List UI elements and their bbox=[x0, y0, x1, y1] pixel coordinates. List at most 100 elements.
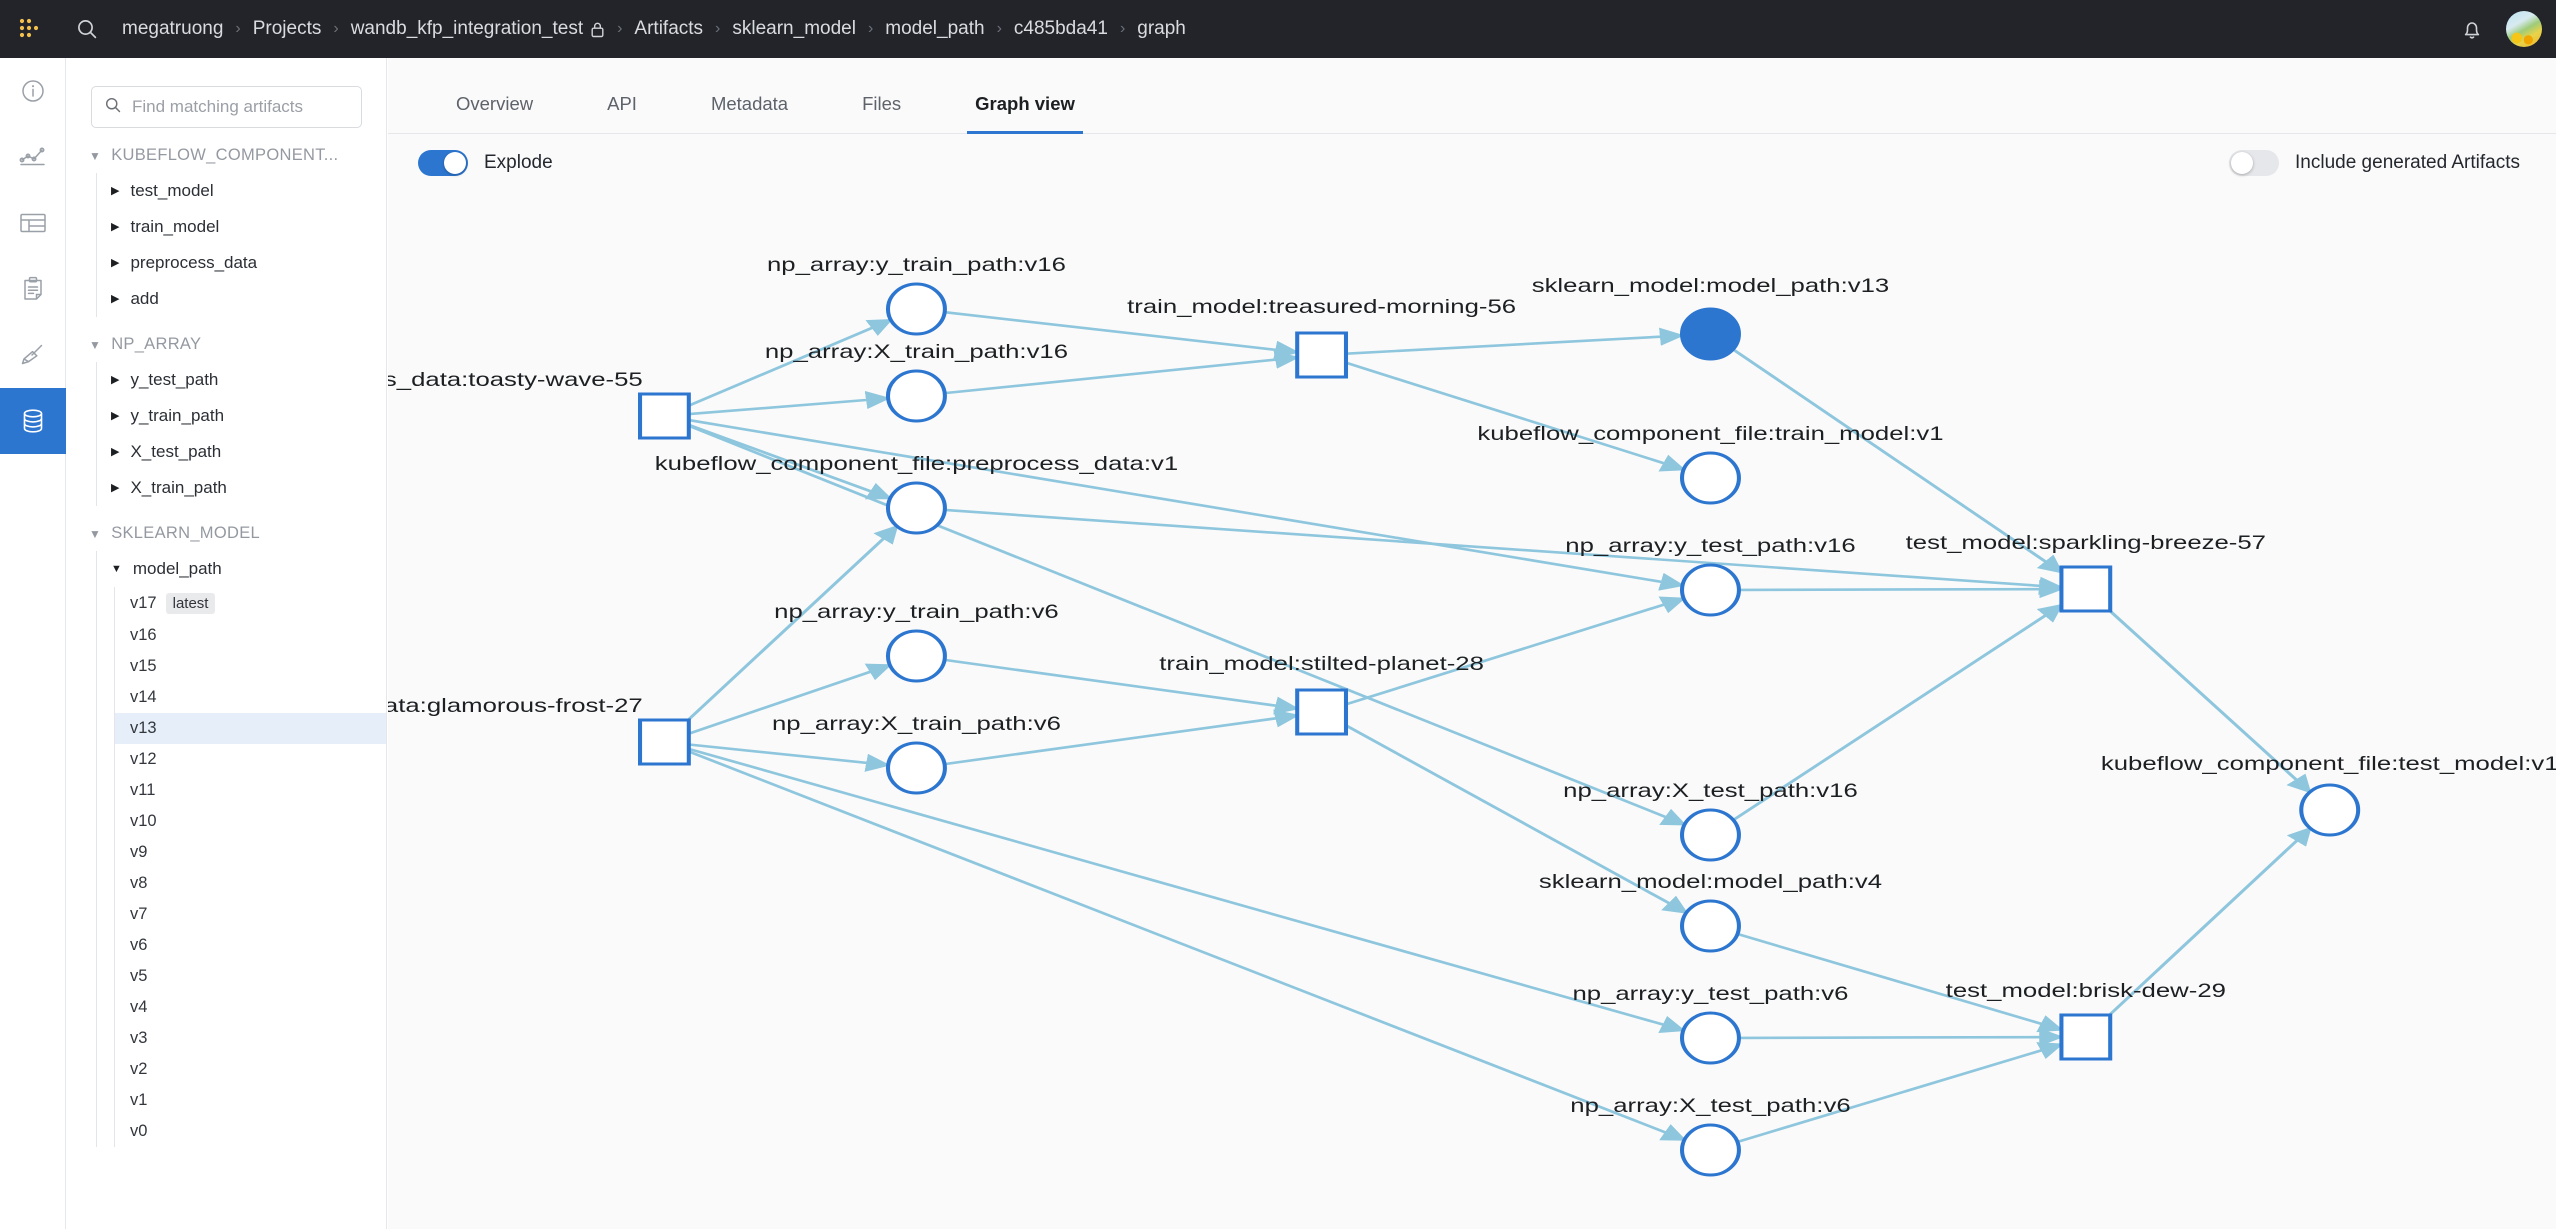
chevron-right-icon: ▶ bbox=[111, 292, 120, 305]
graph-node-artifact[interactable] bbox=[885, 629, 947, 683]
breadcrumb-item-2[interactable]: wandb_kfp_integration_test bbox=[350, 18, 584, 39]
reports-clipboard-icon[interactable] bbox=[0, 256, 66, 322]
graph-node-run[interactable] bbox=[1295, 688, 1349, 736]
version-item-v5[interactable]: v5 bbox=[115, 961, 386, 992]
apps-grid-icon[interactable] bbox=[0, 0, 58, 58]
graph-node-artifact[interactable] bbox=[1679, 563, 1741, 617]
version-item-v11[interactable]: v11 bbox=[115, 775, 386, 806]
graph-node-artifact[interactable] bbox=[1679, 899, 1741, 953]
version-item-v9[interactable]: v9 bbox=[115, 837, 386, 868]
version-label: v2 bbox=[130, 1060, 148, 1078]
graph-node-run[interactable] bbox=[637, 718, 691, 766]
tree-group-label: NP_ARRAY bbox=[111, 335, 202, 353]
charts-icon[interactable] bbox=[0, 124, 66, 190]
breadcrumb-item-5[interactable]: model_path bbox=[885, 18, 985, 39]
chevron-right-icon: ▶ bbox=[111, 220, 120, 233]
tab-api[interactable]: API bbox=[607, 93, 637, 114]
graph-edge bbox=[687, 424, 1687, 826]
tree-item-preprocess_data[interactable]: ▶ preprocess_data bbox=[97, 245, 386, 281]
tab-graph-view[interactable]: Graph view bbox=[967, 93, 1083, 134]
breadcrumb-item-4[interactable]: sklearn_model bbox=[732, 18, 856, 39]
avatar[interactable] bbox=[2506, 11, 2542, 47]
graph-node-artifact[interactable] bbox=[1679, 451, 1741, 505]
version-item-v14[interactable]: v14 bbox=[115, 682, 386, 713]
version-item-v16[interactable]: v16 bbox=[115, 620, 386, 651]
graph-controls: Explode Include generated Artifacts bbox=[388, 134, 2556, 196]
include-generated-switch[interactable] bbox=[2229, 150, 2280, 176]
tree-item-y_train_path[interactable]: ▶ y_train_path bbox=[97, 398, 386, 434]
version-item-v4[interactable]: v4 bbox=[115, 992, 386, 1023]
graph-node-run[interactable] bbox=[1295, 331, 1349, 379]
breadcrumb-item-3[interactable]: Artifacts bbox=[634, 18, 704, 39]
version-item-v8[interactable]: v8 bbox=[115, 868, 386, 899]
graph-node-artifact[interactable] bbox=[885, 741, 947, 795]
tree-group-header[interactable]: ▼ NP_ARRAY bbox=[67, 327, 386, 362]
graph-node-artifact[interactable] bbox=[885, 369, 947, 423]
breadcrumb-item-1[interactable]: Projects bbox=[252, 18, 322, 39]
tree-item-label: add bbox=[130, 289, 159, 308]
graph-node-run[interactable] bbox=[637, 392, 691, 440]
version-item-v10[interactable]: v10 bbox=[115, 806, 386, 837]
table-icon[interactable] bbox=[0, 190, 66, 256]
breadcrumb-item-6[interactable]: c485bda41 bbox=[1013, 18, 1108, 39]
graph-canvas[interactable]: preprocess_data:toasty-wave-55np_array:y… bbox=[388, 196, 2556, 1229]
version-item-v12[interactable]: v12 bbox=[115, 744, 386, 775]
graph-node-artifact[interactable] bbox=[1679, 1011, 1741, 1065]
graph-edge bbox=[944, 658, 1300, 715]
artifacts-database-icon[interactable] bbox=[0, 388, 66, 454]
include-generated-artifacts-toggle[interactable]: Include generated Artifacts bbox=[2229, 150, 2520, 176]
tree-item-test_model[interactable]: ▶ test_model bbox=[97, 173, 386, 209]
tab-bar: Overview API Metadata Files Graph view bbox=[388, 58, 2556, 134]
notification-bell-icon[interactable] bbox=[2460, 17, 2484, 42]
graph-node-artifact[interactable] bbox=[1679, 307, 1741, 361]
graph-node-run[interactable] bbox=[2059, 565, 2113, 613]
explode-toggle[interactable]: Explode bbox=[418, 150, 553, 176]
overview-info-icon[interactable] bbox=[0, 58, 66, 124]
breadcrumb-separator: › bbox=[1119, 20, 1126, 37]
tab-overview[interactable]: Overview bbox=[456, 93, 534, 114]
graph-node-artifact[interactable] bbox=[1679, 808, 1741, 862]
graph-node-artifact[interactable] bbox=[885, 481, 947, 535]
sweeps-broom-icon[interactable] bbox=[0, 322, 66, 388]
tab-metadata[interactable]: Metadata bbox=[710, 93, 789, 114]
graph-edge bbox=[1345, 327, 1685, 355]
tree-item-X_test_path[interactable]: ▶ X_test_path bbox=[97, 434, 386, 470]
tree-item-label: test_model bbox=[130, 181, 214, 200]
version-label: v3 bbox=[130, 1029, 148, 1047]
search-icon[interactable] bbox=[58, 0, 116, 58]
graph-edge bbox=[944, 310, 1300, 359]
version-item-v15[interactable]: v15 bbox=[115, 651, 386, 682]
breadcrumb-item-7[interactable]: graph bbox=[1137, 18, 1186, 39]
search-input[interactable] bbox=[132, 97, 349, 117]
tree-item-model_path[interactable]: ▼ model_path bbox=[97, 551, 386, 587]
tree-item-y_test_path[interactable]: ▶ y_test_path bbox=[97, 362, 386, 398]
tree-item-X_train_path[interactable]: ▶ X_train_path bbox=[97, 470, 386, 506]
tree-item-train_model[interactable]: ▶ train_model bbox=[97, 209, 386, 245]
version-label: v1 bbox=[130, 1091, 148, 1109]
graph-node-artifact[interactable] bbox=[2299, 783, 2361, 837]
graph-node-artifact[interactable] bbox=[885, 282, 947, 336]
tree-group-header[interactable]: ▼ SKLEARN_MODEL bbox=[67, 516, 386, 551]
version-item-v1[interactable]: v1 bbox=[115, 1085, 386, 1116]
explode-switch[interactable] bbox=[418, 150, 468, 176]
breadcrumb-item-0[interactable]: megatruong bbox=[122, 18, 224, 39]
graph-node-artifact[interactable] bbox=[1679, 1123, 1741, 1177]
tree-item-add[interactable]: ▶ add bbox=[97, 281, 386, 317]
graph-node-label: np_array:y_test_path:v6 bbox=[1572, 983, 1848, 1004]
version-label: v5 bbox=[130, 967, 148, 985]
version-item-v3[interactable]: v3 bbox=[115, 1023, 386, 1054]
artifact-lineage-graph[interactable]: preprocess_data:toasty-wave-55np_array:y… bbox=[388, 196, 2556, 1229]
tree-item-label: X_test_path bbox=[130, 442, 222, 461]
version-item-v0[interactable]: v0 bbox=[115, 1116, 386, 1147]
graph-edge bbox=[688, 747, 1686, 1033]
tab-files[interactable]: Files bbox=[862, 93, 902, 114]
graph-node-label: np_array:y_train_path:v6 bbox=[774, 601, 1059, 622]
version-item-v7[interactable]: v7 bbox=[115, 899, 386, 930]
search-artifacts-box[interactable] bbox=[91, 86, 362, 128]
graph-node-run[interactable] bbox=[2059, 1013, 2113, 1061]
version-item-v2[interactable]: v2 bbox=[115, 1054, 386, 1085]
version-item-v6[interactable]: v6 bbox=[115, 930, 386, 961]
tree-group-header[interactable]: ▼ KUBEFLOW_COMPONENT... bbox=[67, 138, 386, 173]
version-item-v13[interactable]: v13 bbox=[115, 713, 386, 744]
